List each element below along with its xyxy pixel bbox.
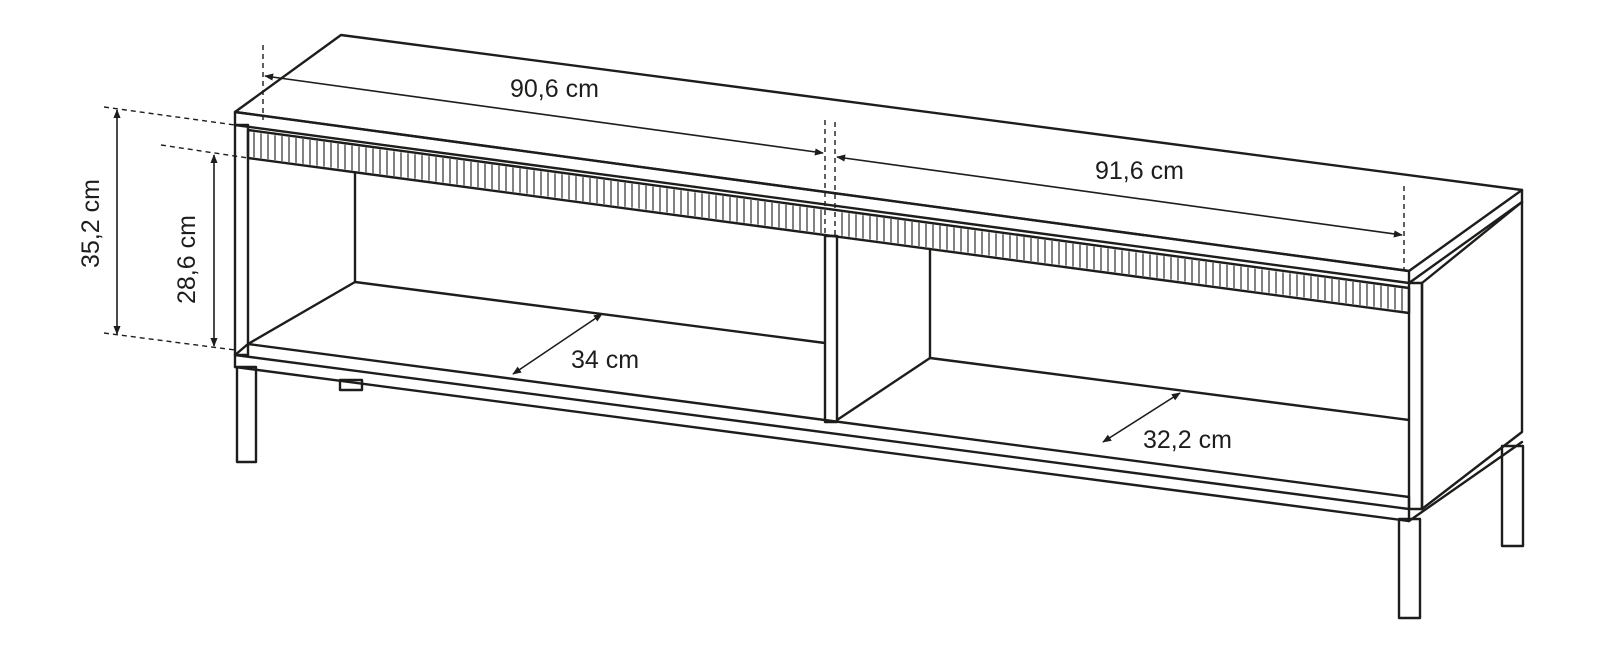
bottom-shelf [233, 342, 1411, 511]
width-left-arrow [264, 73, 824, 156]
top-panel [233, 33, 1524, 273]
leg-back-left [338, 378, 364, 392]
right-side-outer-face [1420, 200, 1524, 511]
dimension-labels: 90,6 cm 91,6 cm 35,2 cm 28,6 cm 34 cm 32… [77, 75, 1232, 454]
left-side-panel [233, 123, 250, 357]
width-right-arrow [836, 154, 1403, 238]
label-right-depth: 32,2 cm [1143, 426, 1232, 454]
right-side-panel [1407, 281, 1424, 511]
dimension-lines [103, 45, 1405, 443]
leg-front-left [235, 365, 258, 464]
label-overall-height: 35,2 cm [77, 179, 105, 268]
fluted-strip-grooves [253, 132, 1403, 311]
leg-back-right [1500, 444, 1525, 548]
left-depth-arrow [512, 313, 603, 375]
top-front-edge [233, 110, 1411, 285]
right-depth-arrow [1102, 392, 1181, 443]
label-left-width: 90,6 cm [510, 75, 599, 103]
middle-divider [823, 234, 839, 424]
label-inner-height: 28,6 cm [173, 215, 201, 304]
label-right-width: 91,6 cm [1095, 157, 1184, 185]
cabinet-body [233, 33, 1525, 620]
leg-front-right [1397, 517, 1422, 620]
label-left-depth: 34 cm [571, 346, 639, 374]
